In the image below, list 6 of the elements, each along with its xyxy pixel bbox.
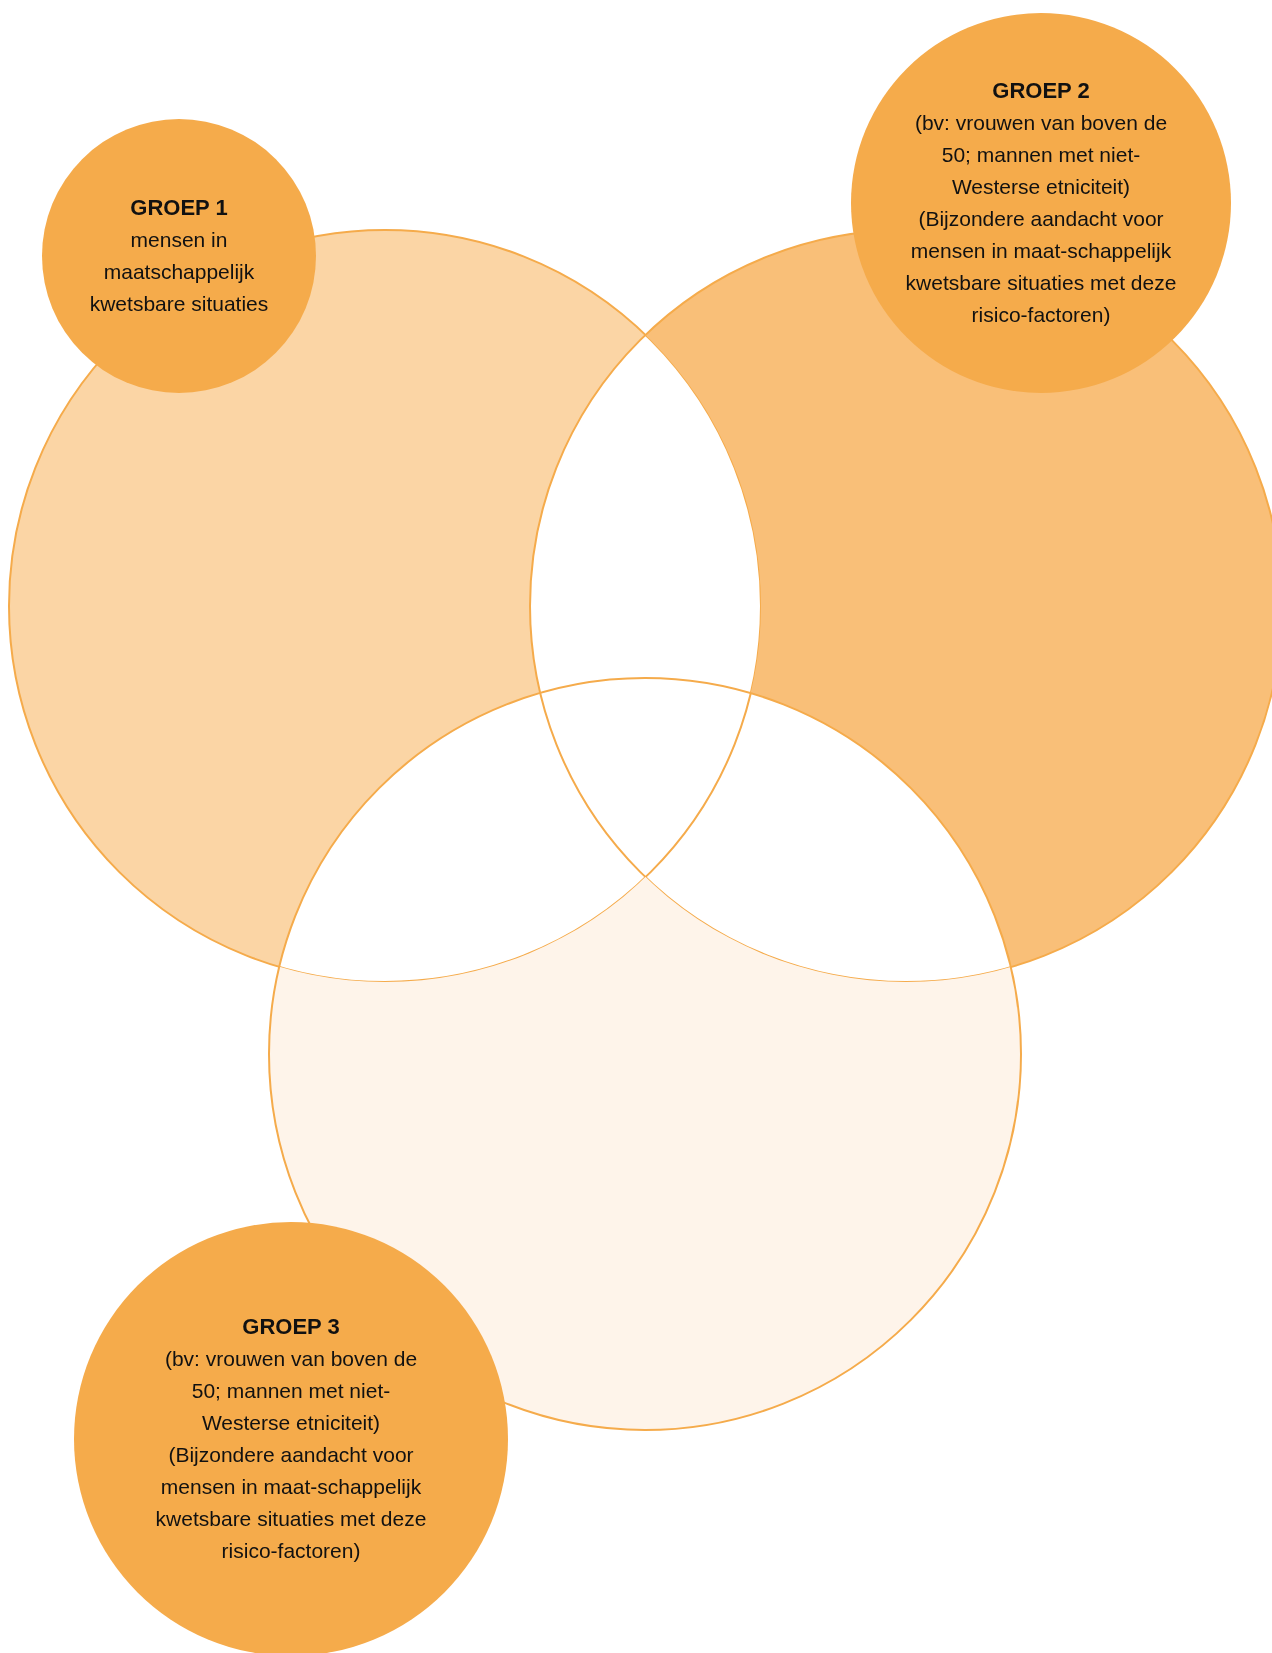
group-heading: GROEP 1 (130, 194, 228, 222)
group-heading: GROEP 2 (992, 77, 1090, 105)
group-description: mensen in maatschappelijk kwetsbare situaties (88, 227, 270, 317)
group-description: (bv: vrouwen van boven de 50; mannen met niet-Westerse etniciteit) (Bijzondere aandacht voor mensen in maat-schappelijk kwetsbare situaties met deze risico-factoren) (905, 110, 1177, 328)
group-heading: GROEP 3 (242, 1313, 340, 1341)
group-description: (bv: vrouwen van boven de 50; mannen met niet-Westerse etniciteit) (Bijzondere aandacht voor mensen in maat-schappelijk kwetsbare situaties met deze risico-factoren) (155, 1346, 427, 1564)
